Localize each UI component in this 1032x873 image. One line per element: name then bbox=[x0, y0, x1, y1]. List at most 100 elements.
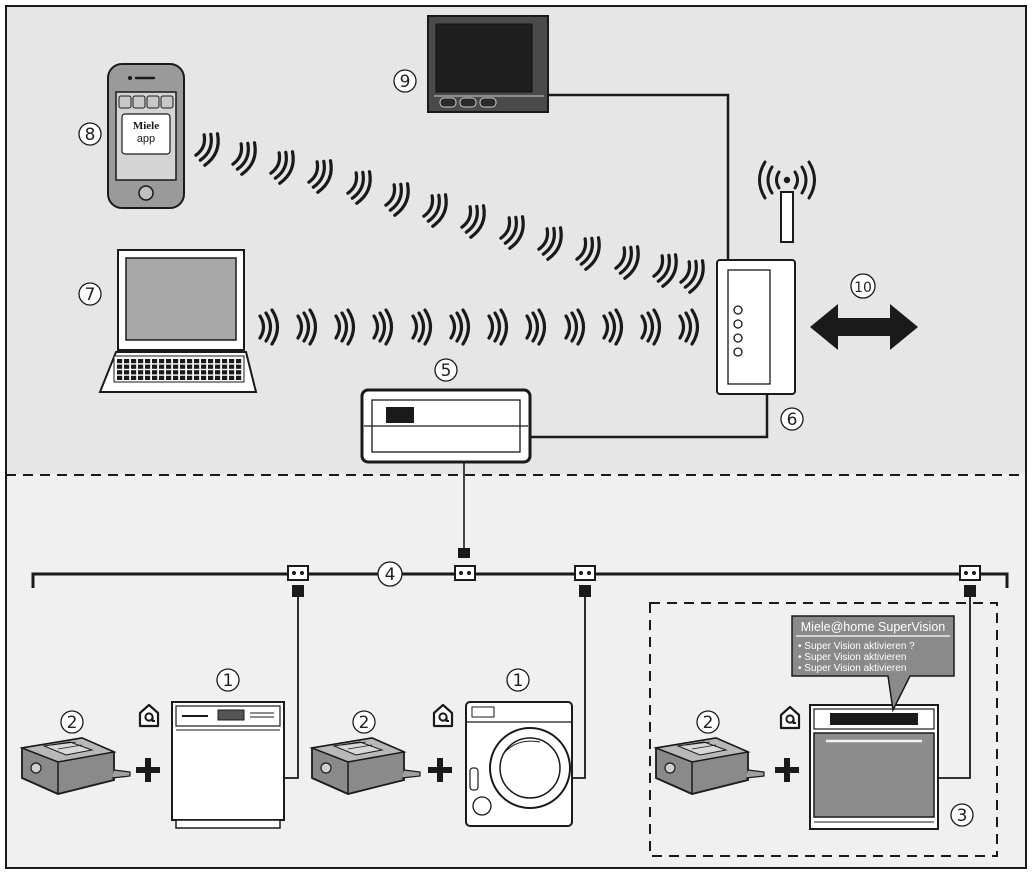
keyboard-key bbox=[236, 364, 242, 369]
keyboard-key bbox=[131, 359, 137, 364]
keyboard-key bbox=[166, 375, 172, 380]
supervision-group-box bbox=[649, 602, 998, 857]
keyboard-key bbox=[166, 359, 172, 364]
keyboard-key bbox=[208, 370, 214, 375]
keyboard-key bbox=[138, 375, 144, 380]
touch-display-icon bbox=[427, 15, 549, 113]
keyboard-key bbox=[145, 375, 151, 380]
powerline-bus bbox=[31, 572, 1009, 588]
keyboard-key bbox=[201, 364, 207, 369]
label-2-right: 2 bbox=[703, 713, 714, 733]
keyboard-key bbox=[124, 364, 130, 369]
keyboard-key bbox=[180, 359, 186, 364]
keyboard-key bbox=[124, 375, 130, 380]
label-1-washer: 1 bbox=[513, 671, 524, 691]
label-2-mid: 2 bbox=[359, 713, 370, 733]
keyboard-key bbox=[166, 364, 172, 369]
keyboard-key bbox=[236, 370, 242, 375]
label-5: 5 bbox=[441, 361, 452, 381]
keyboard-key bbox=[159, 370, 165, 375]
oven-cable bbox=[938, 597, 971, 779]
keyboard-key bbox=[208, 364, 214, 369]
label-6-circle bbox=[780, 407, 804, 431]
label-10: 10 bbox=[854, 280, 872, 296]
keyboard-key bbox=[222, 375, 228, 380]
keyboard-key bbox=[117, 359, 123, 364]
keyboard-key bbox=[180, 375, 186, 380]
keyboard-key bbox=[201, 375, 207, 380]
keyboard-key bbox=[166, 370, 172, 375]
plug-dishwasher bbox=[292, 585, 304, 597]
label-2-mid-circle bbox=[352, 710, 376, 734]
label-10-circle bbox=[850, 273, 876, 299]
keyboard-key bbox=[229, 359, 235, 364]
keyboard-key bbox=[117, 370, 123, 375]
smartphone-icon: Miele app bbox=[107, 63, 185, 209]
outer-frame bbox=[5, 5, 1027, 869]
keyboard-key bbox=[173, 359, 179, 364]
keyboard-key bbox=[187, 370, 193, 375]
antenna-signal-icon bbox=[758, 160, 816, 200]
keyboard-key bbox=[138, 359, 144, 364]
label-1-dishwasher: 1 bbox=[223, 671, 234, 691]
keyboard-key bbox=[145, 364, 151, 369]
label-2-left-circle bbox=[60, 710, 84, 734]
gateway-router-cable bbox=[530, 394, 769, 439]
keyboard-key bbox=[201, 359, 207, 364]
keyboard-key bbox=[194, 364, 200, 369]
keyboard-key bbox=[173, 364, 179, 369]
label-5-circle bbox=[434, 358, 458, 382]
keyboard-key bbox=[152, 375, 158, 380]
label-9-circle bbox=[393, 69, 417, 93]
plug-oven bbox=[964, 585, 976, 597]
laptop-icon bbox=[98, 249, 258, 393]
washer-cable bbox=[572, 597, 586, 779]
supervision-popup-line-2: • Super Vision aktivieren bbox=[798, 652, 906, 663]
keyboard-key bbox=[159, 375, 165, 380]
keyboard-key bbox=[173, 370, 179, 375]
router-icon bbox=[716, 191, 796, 395]
dishwasher-cable bbox=[284, 597, 299, 779]
label-3-circle bbox=[950, 803, 974, 827]
keyboard-key bbox=[145, 359, 151, 364]
label-4: 4 bbox=[385, 565, 396, 585]
keyboard-key bbox=[229, 375, 235, 380]
keyboard-key bbox=[236, 375, 242, 380]
adapter-dishwasher bbox=[287, 565, 309, 581]
keyboard-key bbox=[215, 375, 221, 380]
supervision-popup-title: Miele@home SuperVision bbox=[801, 620, 946, 634]
keyboard-key bbox=[194, 359, 200, 364]
phone-app-brand: Miele bbox=[133, 120, 159, 132]
keyboard-key bbox=[152, 359, 158, 364]
dishwasher-icon bbox=[171, 701, 285, 829]
label-1-dishwasher-circle bbox=[216, 668, 240, 692]
oven-icon bbox=[809, 704, 939, 830]
keyboard-key bbox=[117, 375, 123, 380]
phone-app-label: app bbox=[137, 133, 155, 145]
label-8-circle bbox=[78, 122, 102, 146]
keyboard-key bbox=[194, 375, 200, 380]
keyboard-key bbox=[159, 364, 165, 369]
label-9: 9 bbox=[400, 72, 411, 92]
keyboard-key bbox=[131, 364, 137, 369]
keyboard-key bbox=[194, 370, 200, 375]
supervision-popup: Miele@home SuperVision • Super Vision ak… bbox=[791, 615, 955, 713]
adapter-washer bbox=[574, 565, 596, 581]
keyboard-key bbox=[152, 370, 158, 375]
keyboard-key bbox=[187, 359, 193, 364]
supervision-popup-line-1: • Super Vision aktivieren ? bbox=[798, 641, 915, 652]
keyboard-key bbox=[180, 370, 186, 375]
display-cable bbox=[548, 93, 730, 262]
keyboard-key bbox=[131, 375, 137, 380]
keyboard-key bbox=[180, 364, 186, 369]
keyboard-key bbox=[222, 364, 228, 369]
plug-washer bbox=[579, 585, 591, 597]
label-1-washer-circle bbox=[506, 668, 530, 692]
label-2-right-circle bbox=[696, 710, 720, 734]
keyboard-key bbox=[222, 359, 228, 364]
supervision-popup-line-3: • Super Vision aktivieren bbox=[798, 663, 906, 674]
keyboard-key bbox=[138, 370, 144, 375]
keyboard-key bbox=[201, 370, 207, 375]
label-7: 7 bbox=[85, 285, 96, 305]
